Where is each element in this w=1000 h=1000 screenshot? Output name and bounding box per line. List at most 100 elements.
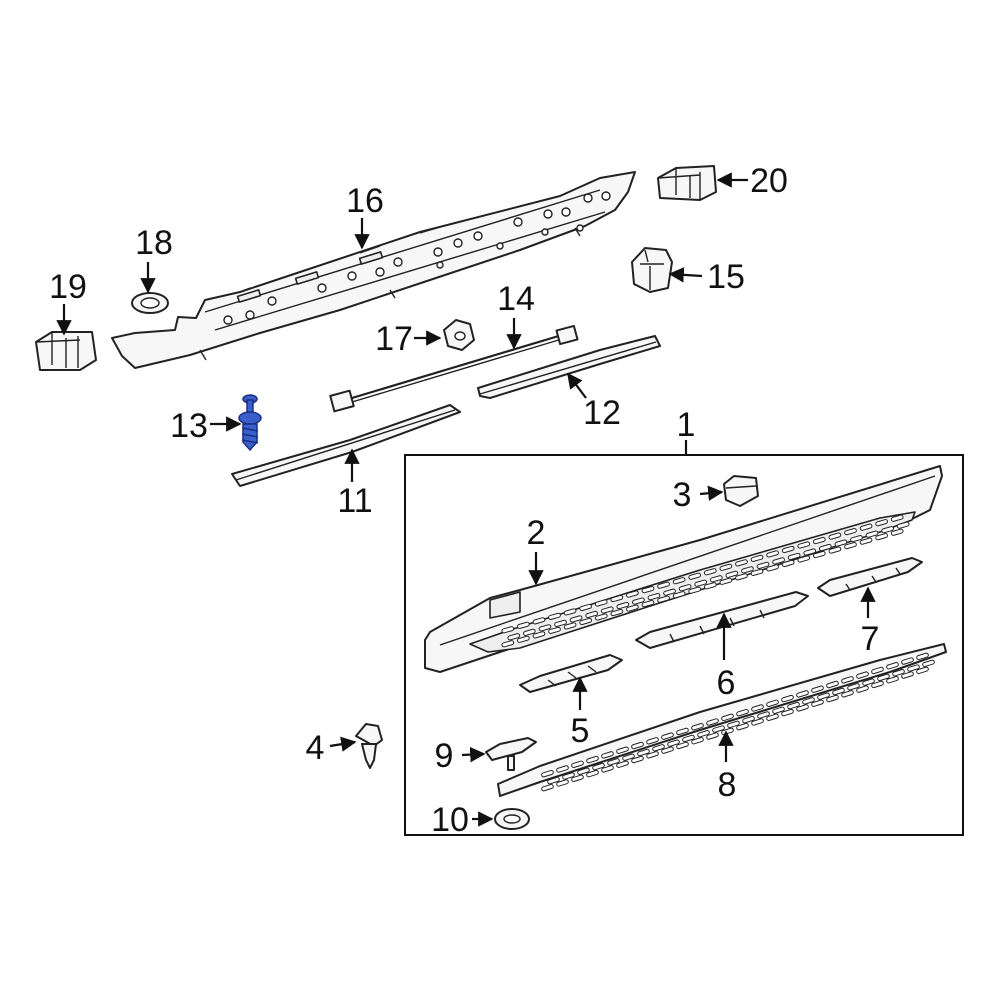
slot (719, 577, 733, 585)
cable-part-14[interactable] (329, 324, 579, 413)
callout-1: 1 (677, 406, 696, 444)
slot (610, 608, 624, 617)
slot (631, 741, 644, 750)
slot (676, 727, 689, 736)
trim-part-11[interactable] (231, 404, 461, 487)
slot (811, 685, 824, 693)
slot (579, 603, 593, 612)
slot (601, 751, 614, 759)
callout-14: 14 (497, 280, 535, 318)
leader-arrows (56, 172, 876, 827)
slot (672, 591, 686, 599)
callout-13: 13 (170, 407, 208, 445)
slot (881, 526, 894, 534)
callout-10: 10 (431, 801, 469, 839)
slot (797, 555, 811, 563)
slot (772, 557, 785, 565)
slot (592, 762, 605, 771)
callout-11: 11 (337, 482, 372, 520)
screw-part-13[interactable] (238, 394, 262, 452)
slot (865, 530, 879, 538)
slot (781, 559, 795, 568)
slot (916, 666, 929, 675)
clip-part-3[interactable] (723, 475, 759, 507)
slot (541, 783, 554, 792)
slot (781, 545, 795, 554)
assembly-1-frame (404, 454, 964, 836)
slot (517, 635, 530, 643)
grommet-part-18[interactable] (131, 292, 169, 314)
slot (672, 577, 686, 585)
slot (703, 582, 717, 590)
slot (871, 680, 884, 689)
slot (847, 683, 860, 691)
slot (586, 755, 599, 764)
slot (721, 713, 734, 722)
nut-part-17[interactable] (443, 319, 475, 351)
slot (626, 590, 639, 598)
slot (859, 523, 873, 531)
slot (772, 706, 785, 714)
slot (886, 662, 899, 670)
slot (532, 617, 546, 625)
slot (766, 564, 779, 572)
slot (922, 659, 935, 668)
tread-part-8[interactable] (497, 643, 947, 797)
slot (631, 755, 644, 764)
slot (735, 573, 748, 581)
slot (616, 760, 629, 768)
slot (688, 586, 702, 594)
slot (766, 550, 779, 558)
slot (892, 669, 905, 677)
callout-15: 15 (707, 258, 745, 296)
slot (787, 552, 801, 561)
slot (637, 748, 650, 757)
slot (742, 715, 755, 724)
slot (841, 690, 854, 698)
slot (632, 597, 645, 605)
slot (719, 563, 733, 571)
tread-slots (541, 652, 935, 792)
slot (667, 739, 680, 747)
slot (556, 779, 569, 787)
slot (850, 535, 863, 543)
slot (766, 699, 779, 707)
slot (563, 622, 577, 630)
slot (862, 678, 875, 686)
slot (832, 687, 845, 696)
slot (577, 767, 590, 775)
slot (682, 734, 695, 743)
slot (610, 594, 624, 603)
pad-part-7[interactable] (817, 557, 923, 597)
slot (828, 532, 842, 540)
callout-4: 4 (306, 729, 325, 767)
callout-18: 18 (135, 224, 173, 262)
grommet-part-10[interactable] (494, 808, 530, 830)
callout-labels: 1 2 3 4 5 6 7 8 9 10 11 12 13 14 15 16 1… (49, 162, 879, 839)
slot (750, 554, 764, 562)
running-board-part-2[interactable] (424, 465, 943, 673)
slot (875, 533, 888, 541)
slot (741, 566, 754, 574)
clip-part-20[interactable] (657, 165, 717, 201)
slot (657, 595, 670, 603)
slot (841, 676, 854, 684)
clip-part-19[interactable] (35, 331, 97, 371)
trim-part-12[interactable] (477, 335, 661, 399)
bracket-part-15[interactable] (631, 247, 673, 293)
push-pin-part-4[interactable] (355, 723, 383, 769)
pad-part-5[interactable] (519, 654, 623, 693)
callout-19: 19 (49, 268, 87, 306)
slot (796, 690, 809, 698)
slot (727, 720, 740, 729)
callout-20: 20 (750, 162, 788, 200)
slot (676, 741, 689, 750)
slot (547, 776, 560, 785)
slot (844, 542, 857, 550)
slot (812, 536, 826, 545)
rocker-panel-part-16[interactable] (111, 171, 636, 369)
slot (594, 613, 608, 621)
slot (548, 612, 561, 620)
bracket-part-9[interactable] (485, 737, 537, 771)
